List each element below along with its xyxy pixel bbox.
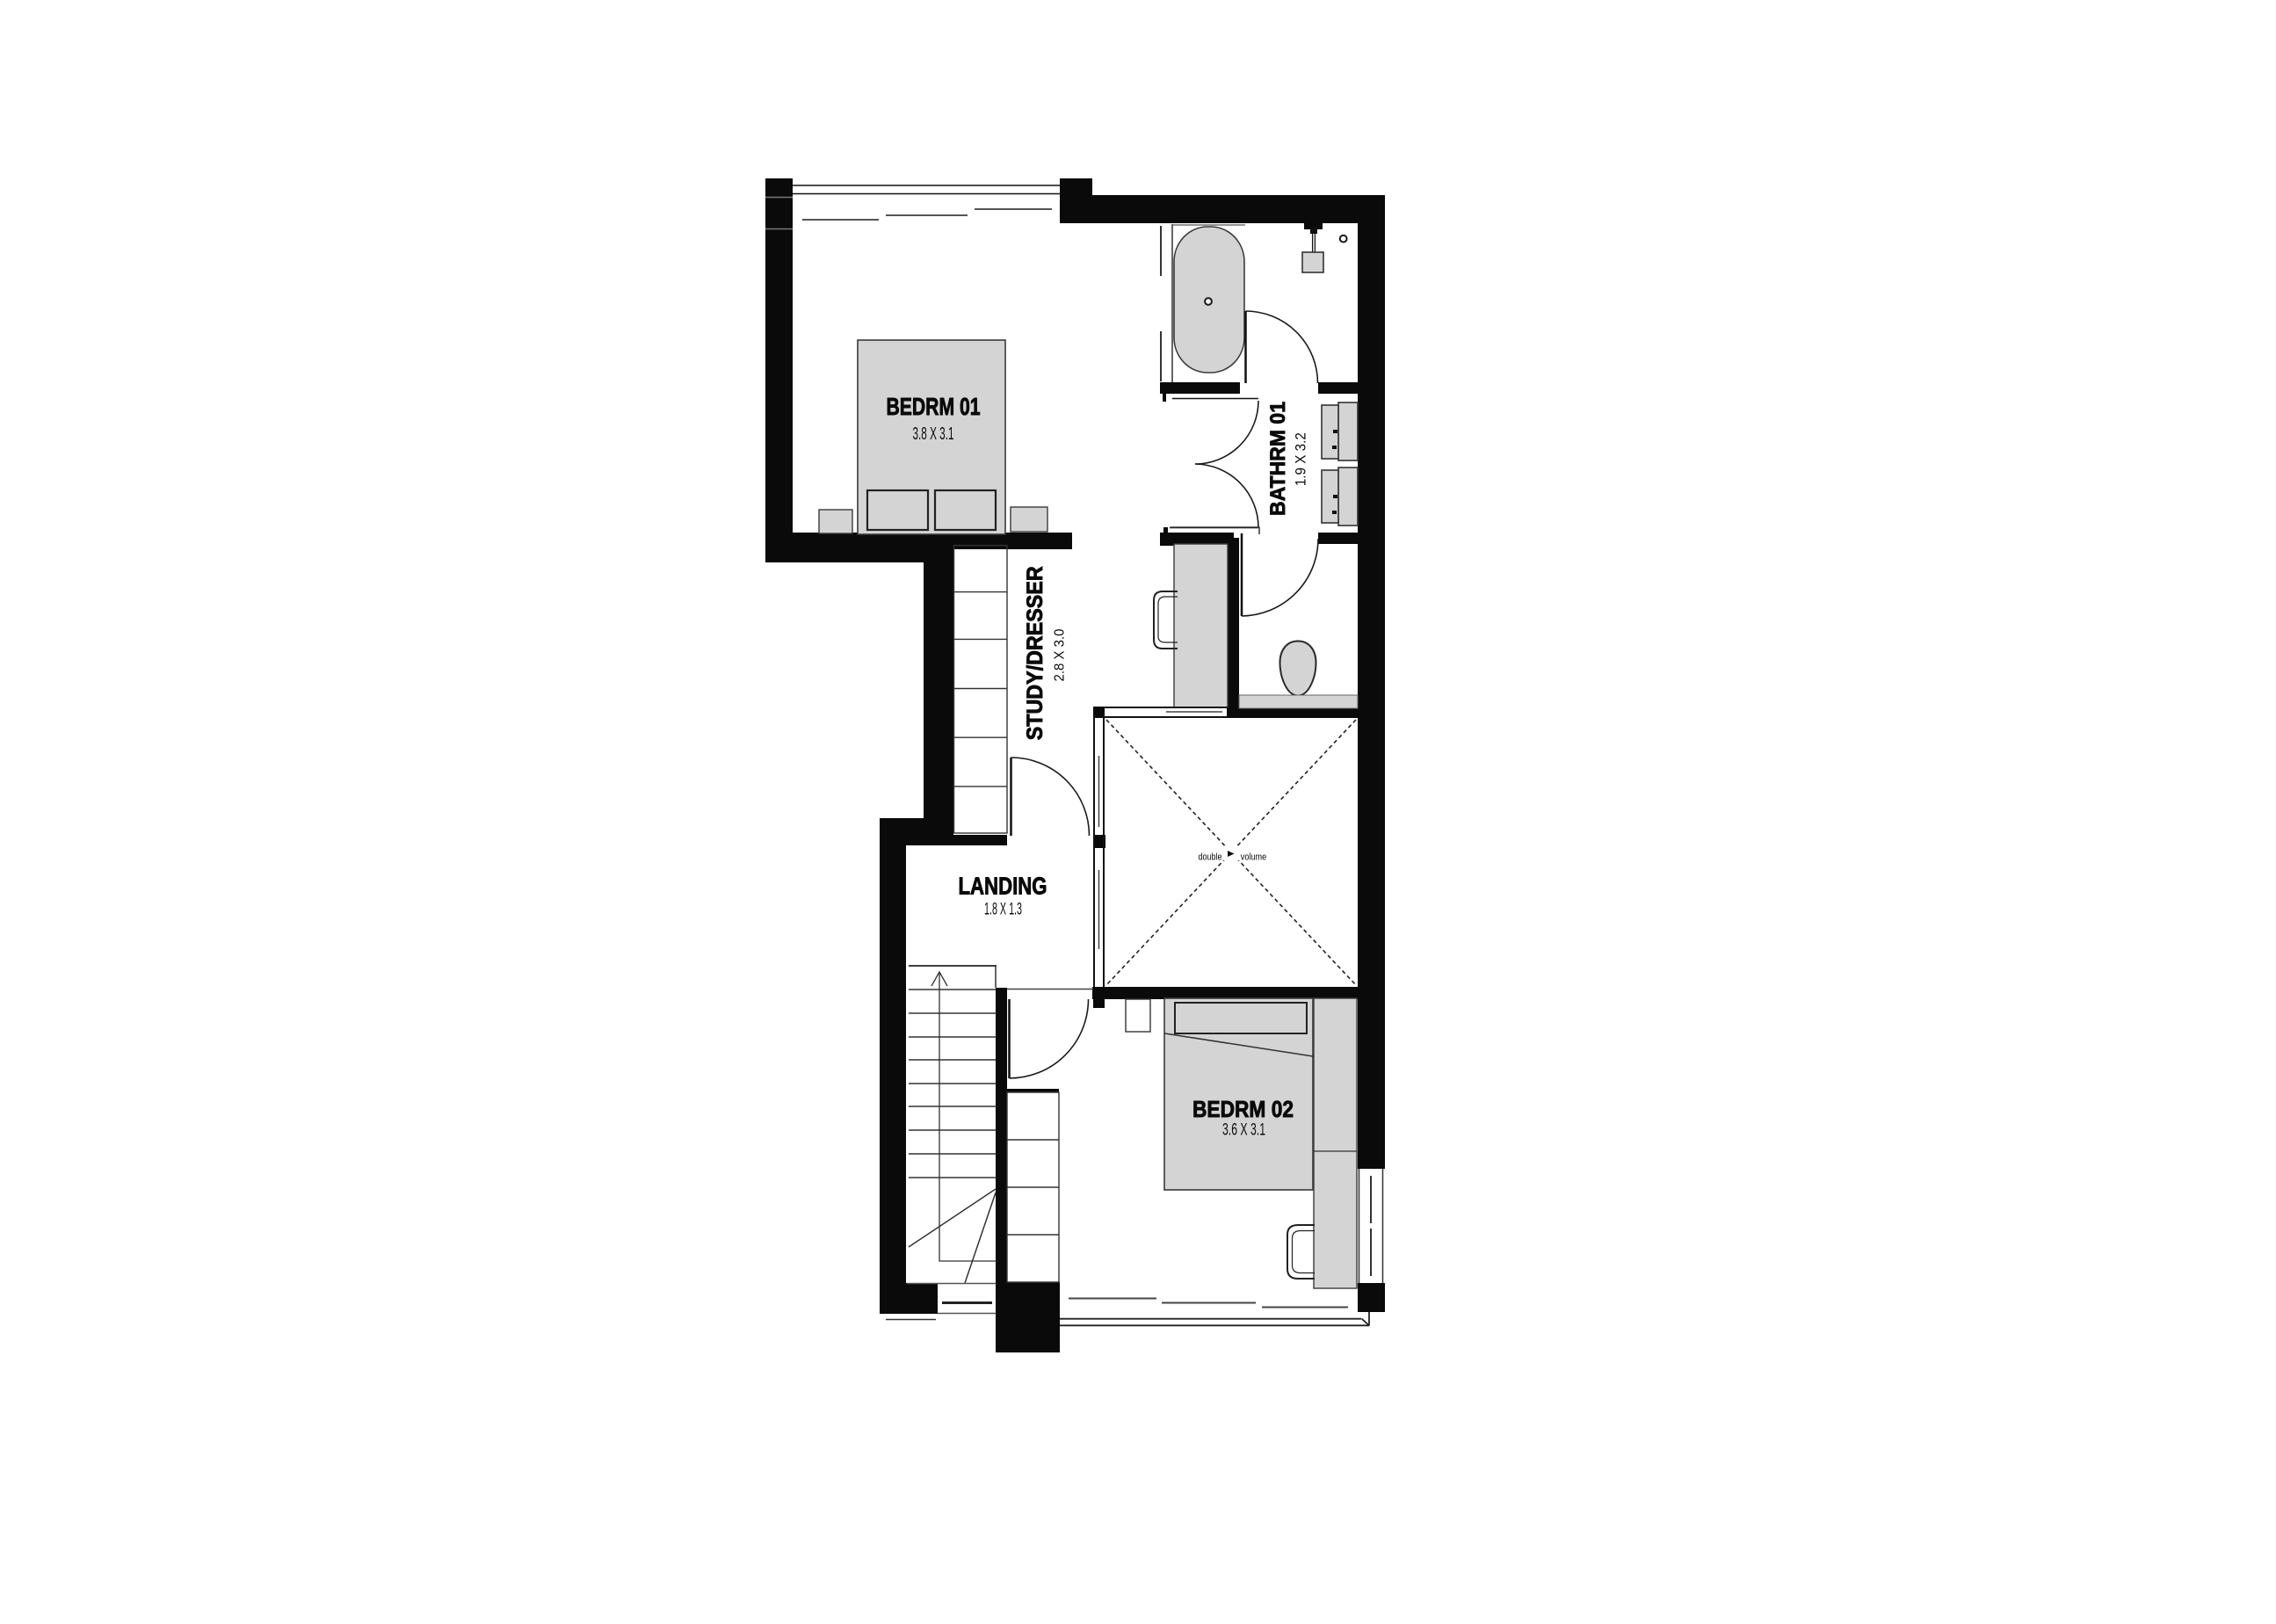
svg-text:BATHRM 01: BATHRM 01: [1266, 402, 1290, 516]
svg-text:BEDRM 01: BEDRM 01: [887, 393, 981, 420]
svg-text:1.9 X 3.2: 1.9 X 3.2: [1293, 432, 1309, 486]
svg-text:3.6 X 3.1: 3.6 X 3.1: [1222, 1121, 1265, 1140]
svg-text:BEDRM 02: BEDRM 02: [1192, 1096, 1294, 1122]
svg-text:volume: volume: [1241, 852, 1267, 863]
svg-text:STUDY/DRESSER: STUDY/DRESSER: [1023, 566, 1047, 740]
svg-text:double: double: [1199, 852, 1222, 863]
svg-text:3.8 X 3.1: 3.8 X 3.1: [913, 424, 954, 444]
svg-text:1.8 X 1.3: 1.8 X 1.3: [984, 901, 1022, 919]
svg-text:2.8 X 3.0: 2.8 X 3.0: [1052, 628, 1067, 681]
svg-text:LANDING: LANDING: [959, 873, 1047, 900]
